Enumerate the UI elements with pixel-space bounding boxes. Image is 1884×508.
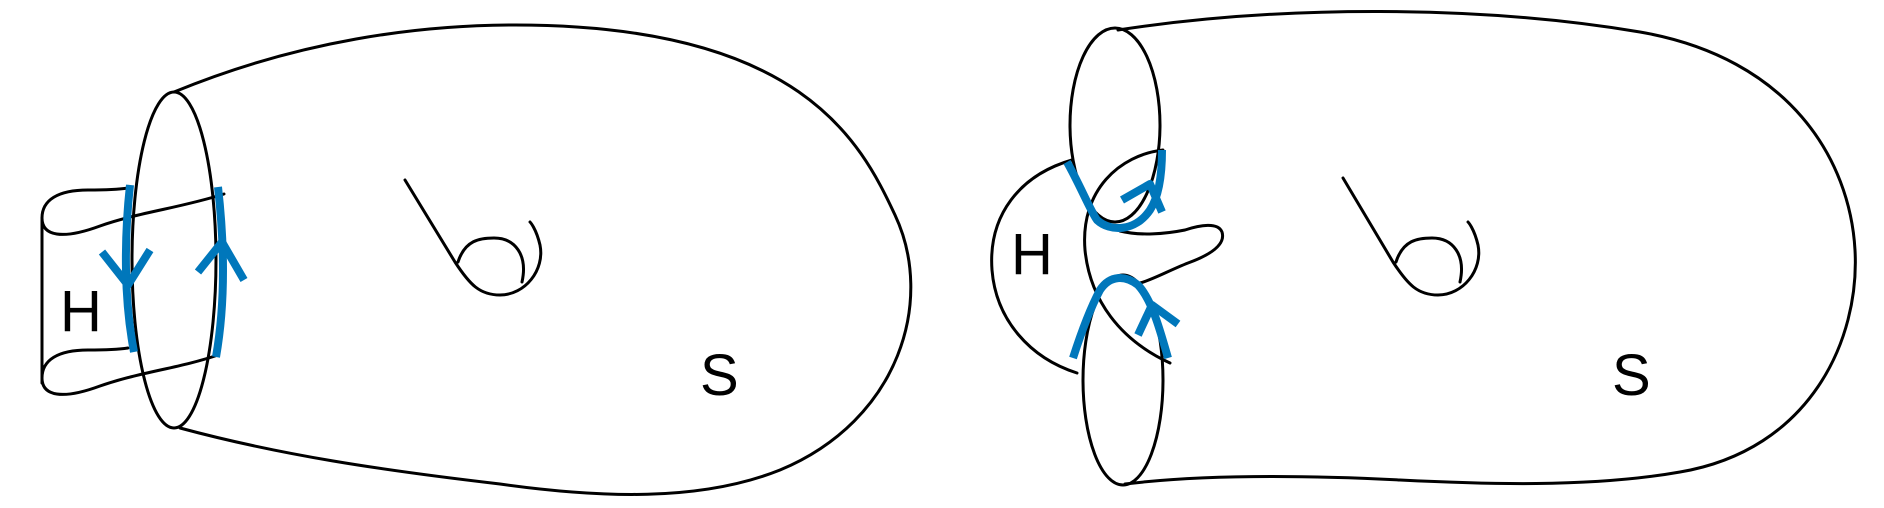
right-panel: H S [990, 10, 1857, 487]
boundary-circle-top [1068, 26, 1162, 224]
left-panel: H S [40, 23, 913, 496]
surface-outline [172, 23, 913, 496]
arc-b [1069, 274, 1181, 360]
surface-label: S [700, 343, 739, 408]
handle-label: H [60, 279, 102, 344]
handle: H [40, 186, 226, 396]
surface-outline [1116, 10, 1857, 486]
boundary-circle [130, 90, 218, 430]
curl-curve [403, 178, 543, 297]
handle: H [990, 148, 1225, 375]
arc-a [1063, 149, 1166, 233]
surface-label: S [1612, 343, 1651, 408]
handle-label: H [1011, 222, 1053, 287]
arc-b [194, 186, 248, 358]
curl-curve [1341, 176, 1481, 297]
arc-a [98, 184, 154, 353]
